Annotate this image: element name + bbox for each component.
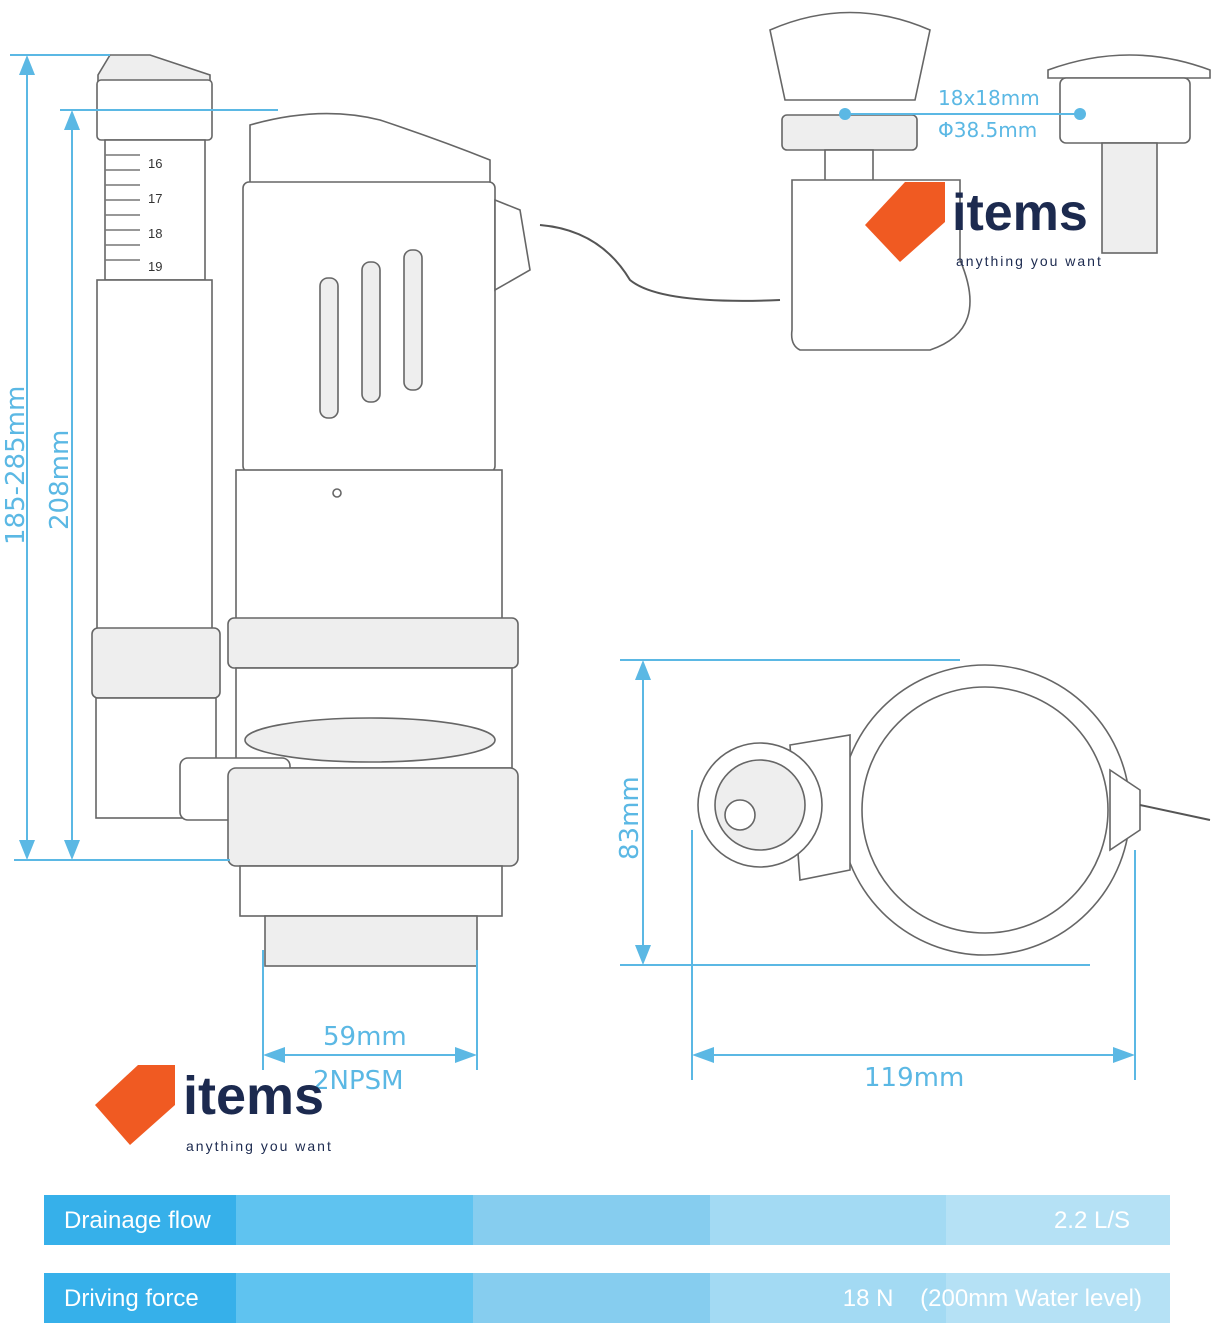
flush-button-assembly [769,11,1211,351]
logo-tagline: anything you want [956,253,1103,269]
logo-brand: items [952,184,1088,242]
scale-mark: 18 [148,226,162,241]
spec-value: 18 N (200mm Water level) [842,1285,1142,1312]
thread-type-label: 2NPSM [313,1066,404,1096]
logo-brand: items [183,1066,324,1126]
spec-bar-driving-force: Driving force 18 N (200mm Water level) [44,1273,1170,1323]
items-logo-top: items anything you want [865,182,1103,269]
flapper-width-label: 119mm [864,1063,964,1093]
spec-label: Drainage flow [64,1207,211,1234]
spec-label: Driving force [64,1285,199,1312]
dimension-lines [10,54,1136,1080]
total-height-label: 185-285mm [1,386,31,545]
spec-bar-drainage-flow: Drainage flow 2.2 L/S [44,1195,1170,1245]
spec-value: 2.2 L/S [1053,1207,1130,1234]
valve-body [179,112,781,967]
scale-mark: 17 [148,191,162,206]
overflow-tube: 16 17 18 19 [91,54,221,819]
flapper-height-label: 83mm [615,776,645,860]
body-height-label: 208mm [45,430,75,530]
scale-mark: 16 [148,156,162,171]
flapper-top-view [697,664,1211,956]
scale-mark: 19 [148,259,162,274]
button-diameter-label: Φ38.5mm [938,118,1037,142]
thread-width-label: 59mm [323,1022,407,1052]
button-square-label: 18x18mm [938,86,1040,110]
logo-tagline: anything you want [186,1138,333,1154]
items-logo-bottom: items anything you want [95,1065,333,1154]
